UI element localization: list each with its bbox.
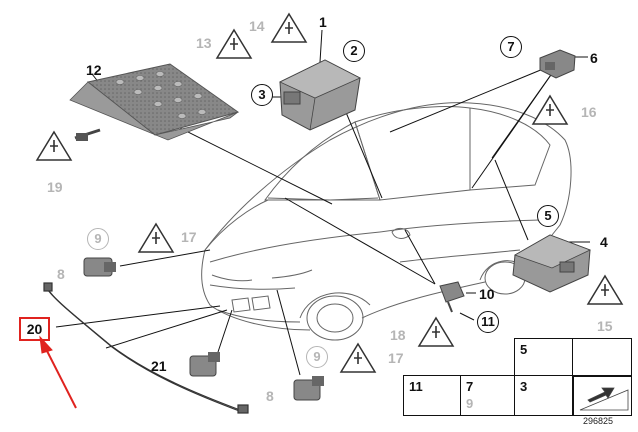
warning-triangle-icon-18 <box>417 316 455 347</box>
label-9-bottom-circled: 9 <box>306 346 328 368</box>
warning-triangle-icon-17a <box>137 222 175 253</box>
label-7-circled: 7 <box>500 36 522 58</box>
label-19: 19 <box>47 179 63 195</box>
label-8-left: 8 <box>57 266 65 282</box>
parts-number-5: 5 <box>520 342 528 357</box>
parts-number-11: 11 <box>409 379 423 394</box>
parts-number-9: 9 <box>466 396 474 411</box>
sensor-21 <box>189 352 220 377</box>
car-outline <box>201 102 572 341</box>
parts-cell-5: 5 <box>514 338 574 377</box>
label-1: 1 <box>319 14 327 30</box>
seat-mat-sensor-12 <box>69 63 240 141</box>
module-4 <box>512 234 592 293</box>
parts-cell-11: 11 <box>403 375 462 416</box>
sensor-6 <box>539 49 576 79</box>
warning-triangle-icon-19 <box>35 130 73 161</box>
sensor-8-left <box>83 257 116 277</box>
parts-cell-symbol <box>572 375 632 416</box>
sensor-8-bottom <box>293 376 324 401</box>
label-5-circled: 5 <box>537 205 559 227</box>
control-unit-1 <box>279 59 361 131</box>
warning-triangle-icon-top <box>270 12 308 43</box>
parts-cell-7-9: 7 9 <box>460 375 516 416</box>
warning-triangle-icon-17b <box>339 342 377 373</box>
label-21: 21 <box>151 358 167 374</box>
label-20-highlighted: 20 <box>19 317 50 341</box>
warning-triangle-icon-15 <box>586 274 624 305</box>
parts-number-3: 3 <box>520 379 528 394</box>
label-10: 10 <box>479 286 495 302</box>
warning-triangle-icon-16 <box>531 94 569 125</box>
label-17-top: 17 <box>181 229 197 245</box>
label-14: 14 <box>249 18 265 34</box>
red-arrow <box>39 335 77 409</box>
cable-20 <box>43 282 249 414</box>
label-16: 16 <box>581 104 597 120</box>
parts-number-7: 7 <box>466 379 474 394</box>
label-12: 12 <box>86 62 102 78</box>
parts-cell-nut <box>572 338 632 377</box>
label-8-bottom: 8 <box>266 388 274 404</box>
document-id: 296825 <box>583 416 614 426</box>
label-15: 15 <box>597 318 613 334</box>
label-11-circled: 11 <box>477 311 499 333</box>
sensor-10 <box>439 281 465 313</box>
label-18: 18 <box>390 327 406 343</box>
label-9-left-circled: 9 <box>87 228 109 250</box>
label-13: 13 <box>196 35 212 51</box>
label-4: 4 <box>600 234 608 250</box>
label-6: 6 <box>590 50 598 66</box>
warning-triangle-icon-13 <box>215 28 253 59</box>
parts-cell-3: 3 <box>514 375 574 416</box>
label-2-circled: 2 <box>343 40 365 62</box>
label-3-circled: 3 <box>251 84 273 106</box>
leader-lines <box>55 29 590 376</box>
label-17-bottom: 17 <box>388 350 404 366</box>
